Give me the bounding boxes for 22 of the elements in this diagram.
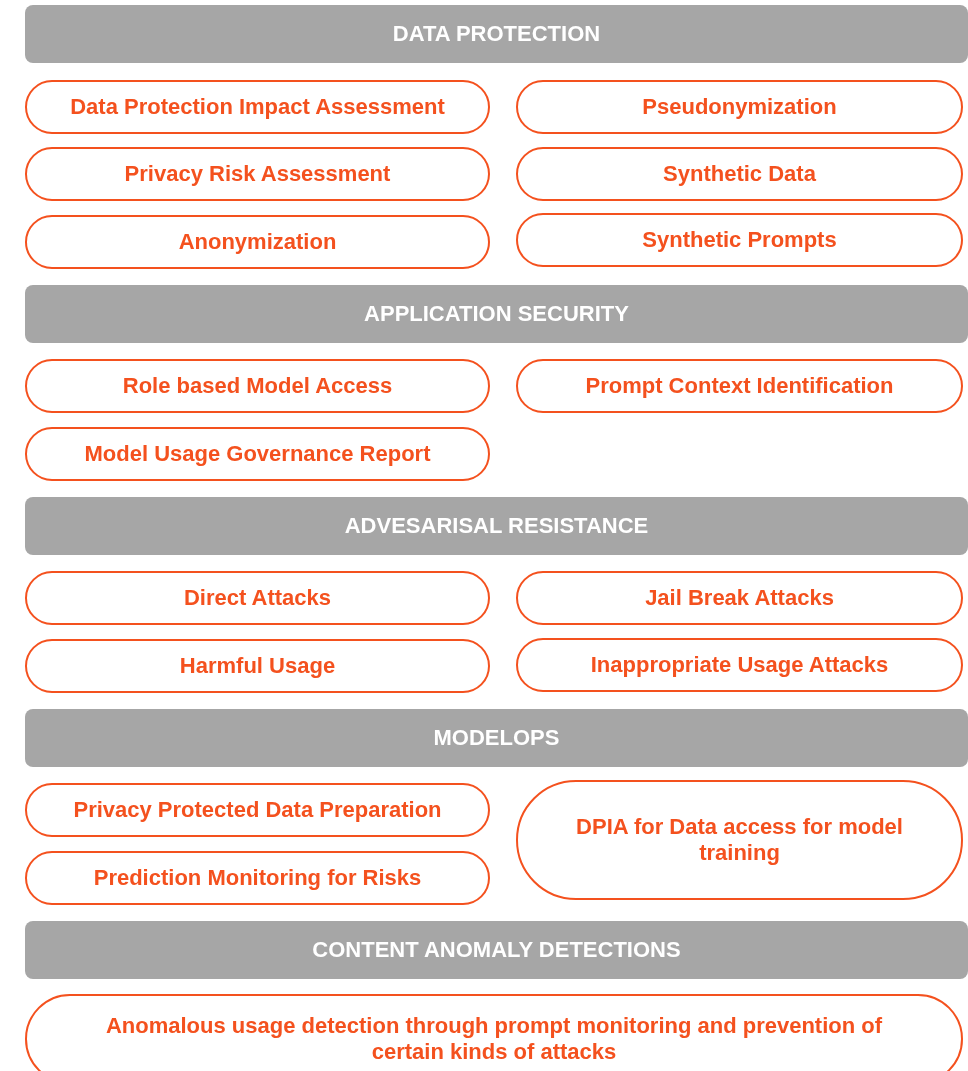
item-pill: Model Usage Governance Report — [25, 427, 490, 481]
item-pill: Anonymization — [25, 215, 490, 269]
item-pill: Prediction Monitoring for Risks — [25, 851, 490, 905]
section-header-bar: APPLICATION SECURITY — [25, 285, 968, 343]
section-header-bar: MODELOPS — [25, 709, 968, 767]
section-header-bar: CONTENT ANOMALY DETECTIONS — [25, 921, 968, 979]
item-pill: Jail Break Attacks — [516, 571, 963, 625]
item-pill: Pseudonymization — [516, 80, 963, 134]
section-header-bar: ADVESARISAL RESISTANCE — [25, 497, 968, 555]
item-pill: Data Protection Impact Assessment — [25, 80, 490, 134]
item-pill: Harmful Usage — [25, 639, 490, 693]
item-pill: Inappropriate Usage Attacks — [516, 638, 963, 692]
item-pill: DPIA for Data access for model training — [516, 780, 963, 900]
item-pill: Synthetic Data — [516, 147, 963, 201]
item-pill: Privacy Protected Data Preparation — [25, 783, 490, 837]
item-pill: Direct Attacks — [25, 571, 490, 625]
item-pill: Synthetic Prompts — [516, 213, 963, 267]
item-pill: Anomalous usage detection through prompt monitoring and prevention of certain kinds of attacks — [25, 994, 963, 1071]
item-pill: Role based Model Access — [25, 359, 490, 413]
item-pill: Prompt Context Identification — [516, 359, 963, 413]
item-pill: Privacy Risk Assessment — [25, 147, 490, 201]
section-header-bar: DATA PROTECTION — [25, 5, 968, 63]
